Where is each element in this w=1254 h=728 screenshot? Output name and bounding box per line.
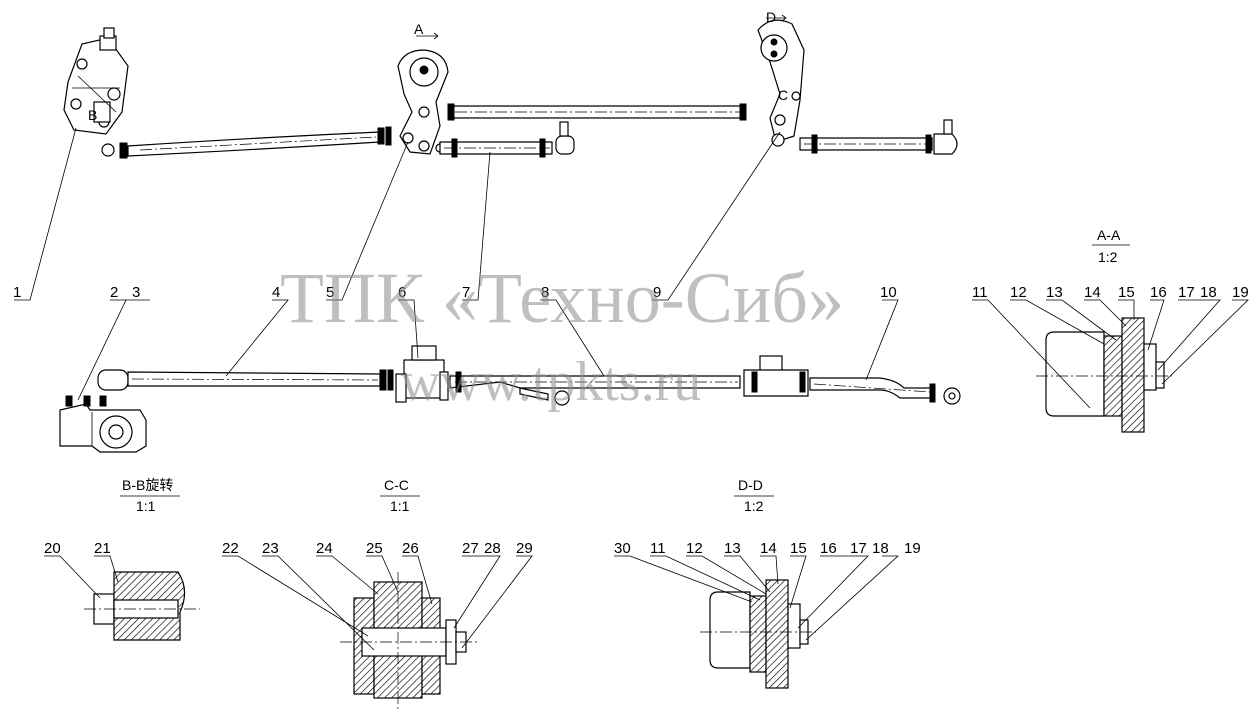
drag-link-front [97, 369, 394, 391]
watermark-company: ТПК «Техно-Сиб» [280, 258, 844, 338]
short-rod-top [439, 121, 575, 158]
section-cc: C-C 1:1 [340, 477, 478, 712]
section-aa: A-A 1:2 [1036, 227, 1172, 433]
callout-11: 11 [972, 284, 988, 301]
watermark-site: www.tpkts.ru [400, 351, 701, 413]
callout-16: 16 [1150, 284, 1167, 301]
callout-12-dd: 12 [686, 540, 703, 557]
callout-13: 13 [1046, 284, 1063, 301]
section-dd: D-D 1:2 [700, 477, 816, 689]
section-bb-title: B-B旋转 [122, 477, 173, 493]
callout-13-dd: 13 [724, 540, 741, 557]
callout-18-dd: 18 [872, 540, 889, 557]
callout-18: 18 [1200, 284, 1217, 301]
callout-30: 30 [614, 540, 631, 557]
callout-2: 2 [110, 284, 118, 301]
section-cc-scale: 1:1 [390, 498, 410, 514]
front-view [59, 345, 961, 453]
middle-link-front [449, 371, 741, 406]
callout-20: 20 [44, 540, 61, 557]
callout-6: 6 [398, 284, 406, 301]
callout-16-dd: 16 [820, 540, 837, 557]
callout-15: 15 [1118, 284, 1135, 301]
top-view: B A [63, 9, 958, 159]
view-marker-d: D [766, 9, 776, 25]
section-cc-title: C-C [384, 477, 409, 493]
steering-arm-front [743, 355, 809, 397]
tie-rod-right-top [771, 119, 958, 155]
section-bb: B-B旋转 1:1 [84, 477, 200, 641]
steering-gear-top: B [63, 27, 129, 159]
view-marker-c: C [778, 87, 788, 103]
callout-26: 26 [402, 540, 419, 557]
bell-crank-top: A [397, 21, 449, 155]
callout-25: 25 [366, 540, 383, 557]
callout-5: 5 [326, 284, 334, 301]
cross-tube-upper [447, 103, 747, 121]
leader-lines [14, 127, 1249, 651]
callout-24: 24 [316, 540, 333, 557]
callout-4: 4 [272, 284, 280, 301]
callout-7: 7 [462, 284, 470, 301]
section-aa-title: A-A [1097, 227, 1121, 243]
callout-22: 22 [222, 540, 239, 557]
callout-8: 8 [541, 284, 549, 301]
callout-27: 27 [462, 540, 479, 557]
callout-29: 29 [516, 540, 533, 557]
callout-14-dd: 14 [760, 540, 777, 557]
steering-arm-top: D C [757, 9, 805, 143]
bracket-front [395, 345, 449, 403]
callout-17: 17 [1178, 284, 1195, 301]
callout-23: 23 [262, 540, 279, 557]
section-dd-scale: 1:2 [744, 498, 764, 514]
callout-9: 9 [653, 284, 661, 301]
callout-numbers: 1 2 3 4 5 6 7 8 9 10 11 12 13 14 15 16 1… [13, 284, 1249, 557]
section-dd-title: D-D [738, 477, 763, 493]
callout-19-dd: 19 [904, 540, 921, 557]
steering-gear-front [59, 395, 147, 453]
callout-28: 28 [484, 540, 501, 557]
callout-17-dd: 17 [850, 540, 867, 557]
callout-3: 3 [132, 284, 140, 301]
view-marker-b: B [88, 107, 97, 123]
callout-14: 14 [1084, 284, 1101, 301]
callout-11-dd: 11 [650, 540, 666, 557]
callout-10: 10 [880, 284, 897, 301]
watermark: ТПК «Техно-Сиб» www.tpkts.ru [280, 258, 844, 413]
tie-rod-right-front [809, 377, 961, 405]
callout-15-dd: 15 [790, 540, 807, 557]
callout-19: 19 [1232, 284, 1249, 301]
callout-21: 21 [94, 540, 111, 557]
drag-link-top [127, 126, 392, 157]
view-marker-a: A [414, 21, 424, 37]
callout-12: 12 [1010, 284, 1027, 301]
callout-1: 1 [13, 284, 21, 301]
section-bb-scale: 1:1 [136, 498, 156, 514]
section-aa-scale: 1:2 [1098, 249, 1118, 265]
